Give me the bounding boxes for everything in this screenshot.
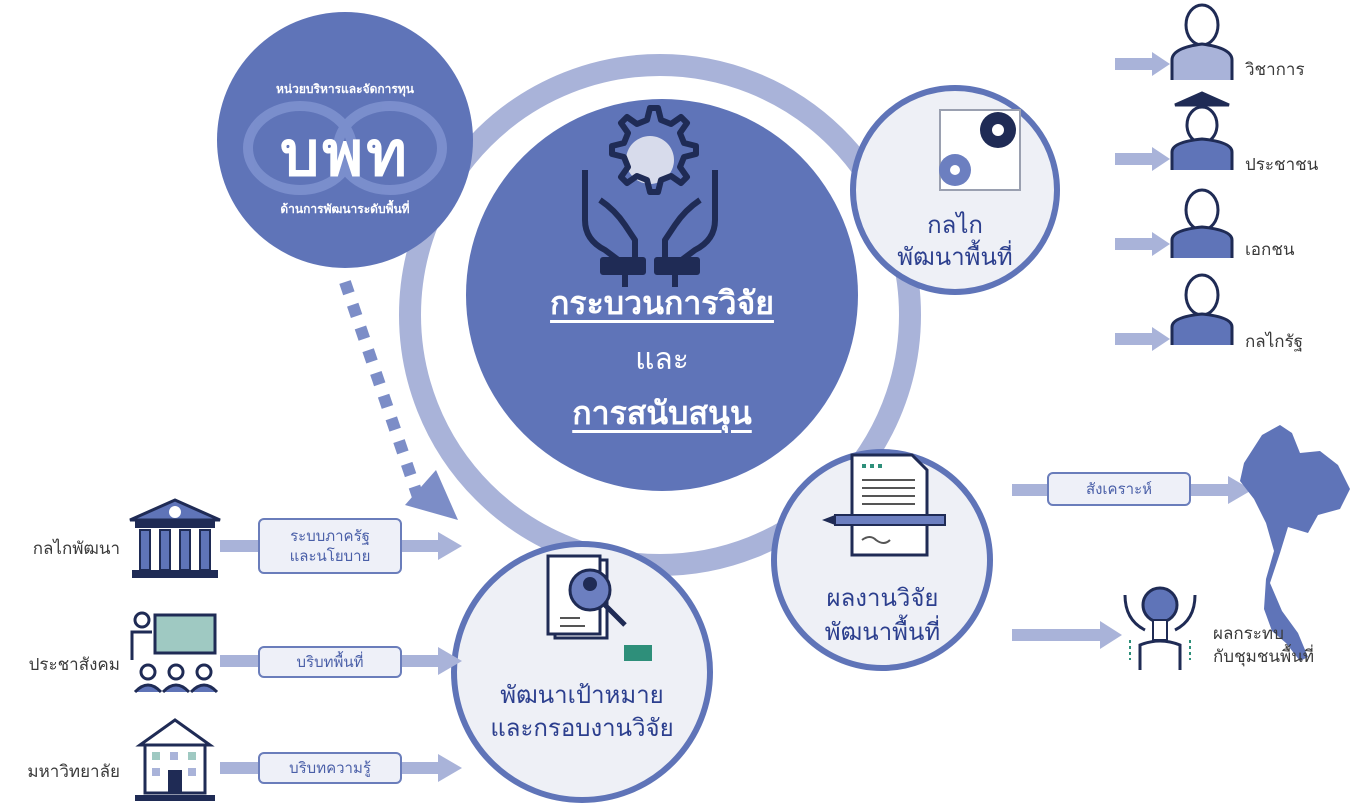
dotted-arrow: [339, 280, 458, 520]
logo-top-text: หน่วยบริหารและจัดการทุน: [276, 82, 414, 96]
impact-label-2: กับชุมชนพื้นที่: [1213, 647, 1315, 667]
thailand-map-icon: [1240, 425, 1350, 661]
tag-government-policy: ระบบภาครัฐ และนโยบาย: [258, 518, 402, 574]
presentation-audience-icon: [130, 611, 219, 694]
person-icons: [1170, 3, 1234, 345]
mechanism-label-1: กลไก: [927, 211, 983, 239]
lightbulb-person-icon: [1123, 586, 1197, 670]
target-node-circle: [451, 541, 713, 803]
private-sector-person-icon: [1170, 188, 1234, 258]
input-label-civil-society: ประชาสังคม: [28, 655, 120, 675]
profile-search-icon: [546, 554, 652, 661]
government-officer-icon: [1170, 273, 1234, 345]
stakeholder-label-government: กลไกรัฐ: [1245, 332, 1304, 352]
center-title-support: การสนับสนุน: [572, 394, 752, 432]
center-and-text: และ: [635, 342, 689, 377]
target-label-1: พัฒนาเป้าหมาย: [500, 681, 664, 709]
mechanism-label-2: พัฒนาพื้นที่: [897, 243, 1013, 271]
tag-government-policy-line2: และนโยบาย: [289, 547, 371, 565]
stakeholder-label-academic: วิชาการ: [1245, 60, 1305, 80]
center-title-research: กระบวนการวิจัย: [550, 284, 774, 322]
input-label-university: มหาวิทยาลัย: [27, 762, 120, 782]
stakeholder-label-private: เอกชน: [1245, 240, 1295, 260]
university-building-icon: [135, 718, 215, 801]
results-node-circle: [771, 449, 993, 671]
academic-person-icon: [1170, 3, 1234, 80]
tag-knowledge-context: บริบทความรู้: [258, 752, 402, 784]
center-circle: [466, 99, 858, 491]
gears-document-icon: [939, 109, 1021, 191]
target-label-2: และกรอบงานวิจัย: [490, 714, 674, 742]
tag-area-context: บริบทพื้นที่: [258, 646, 402, 678]
logo-infinity-icon: [243, 101, 447, 195]
input-label-mechanism: กลไกพัฒนา: [32, 539, 120, 559]
tag-synthesis: สังเคราะห์: [1047, 472, 1191, 506]
logo-bottom-text: ด้านการพัฒนาระดับพื้นที่: [280, 202, 410, 216]
tag-government-policy-line1: ระบบภาครัฐ: [290, 527, 370, 545]
results-label-1: ผลงานวิจัย: [826, 584, 939, 612]
hands-gear-icon: [582, 105, 718, 287]
results-label-2: พัฒนาพื้นที่: [824, 618, 941, 646]
impact-label-1: ผลกระทบ: [1213, 624, 1284, 644]
logo-wordmark: บพท: [279, 117, 411, 190]
government-building-icon: [129, 498, 221, 578]
stakeholder-label-citizen: ประชาชน: [1245, 155, 1319, 175]
logo-circle: [217, 12, 473, 268]
citizen-person-icon: [1170, 91, 1234, 170]
stakeholder-arrows: [1115, 52, 1170, 351]
process-ring: [399, 54, 921, 576]
document-pen-icon: [822, 453, 946, 557]
